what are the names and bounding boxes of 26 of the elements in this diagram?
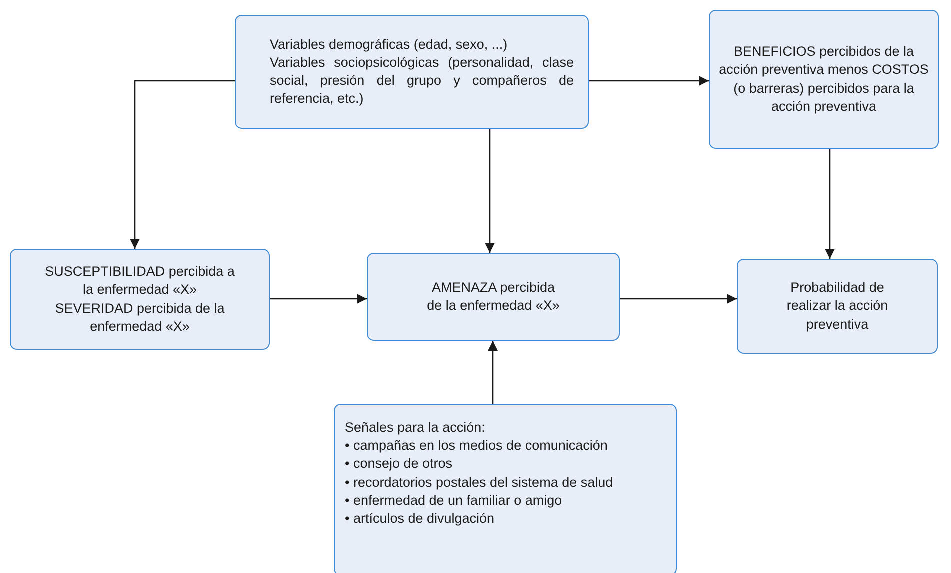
box-text: Variables demográficas (edad, sexo, ...) [270,36,509,54]
arrow [130,80,235,249]
cue-item: • recordatorios postales del sistema de salud [345,474,614,492]
arrow [825,149,835,259]
concept-box [235,15,589,129]
arrow [488,341,498,404]
concept-box [10,249,270,350]
box-text: BENEFICIOS percibidos de la acción preventiva menos COSTOS (o barreras) percibidos para la acción preventiva [718,43,930,116]
box-text: SUSCEPTIBILIDAD percibida a la enfermedad «X» [44,263,236,300]
cue-heading: Señales para la acción: [345,419,486,437]
cue-item: • enfermedad de un familiar o amigo [345,492,564,510]
concept-box [737,259,938,354]
box-text: AMENAZA percibida de la enfermedad «X» [426,278,561,315]
arrow [485,129,495,253]
arrow [620,294,737,304]
cue-item: • artículos de divulgación [345,510,496,528]
cue-box [334,404,677,573]
concept-box [367,253,620,341]
concept-box [709,10,939,149]
box-text: SEVERIDAD percibida de la enfermedad «X» [54,300,226,336]
arrow [589,76,709,86]
box-text: Probabilidad de realizar la acción preventiva [786,279,890,334]
cue-item: • campañas en los medios de comunicación [345,437,609,456]
box-text: Variables sociopsicológicas (personalidad, clase social, presión del grupo y compañeros de referencia, etc.) [270,54,574,108]
arrow [270,294,367,304]
cue-item: • consejo de otros [345,455,454,474]
